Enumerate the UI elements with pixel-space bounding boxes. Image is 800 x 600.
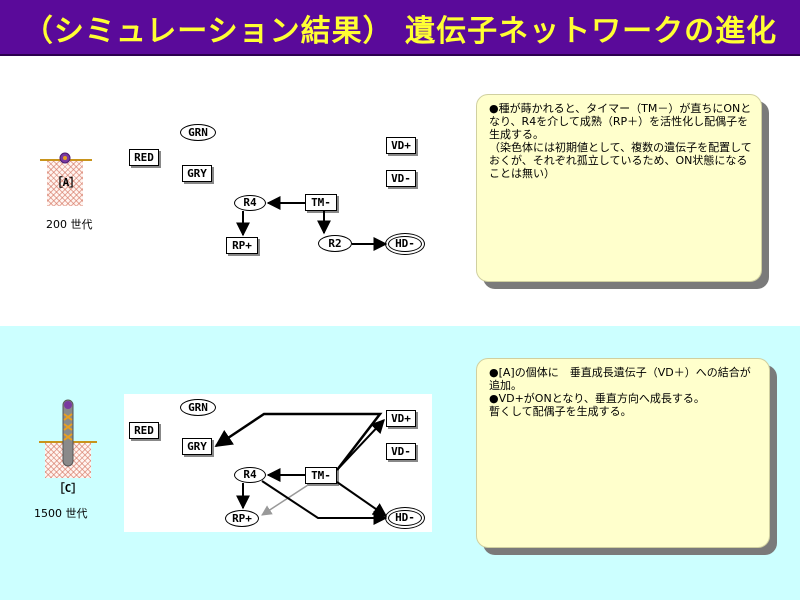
node-grn-bottom: GRN <box>180 399 216 416</box>
node-r4-bottom: R4 <box>234 467 266 483</box>
node-vd-plus: VD+ <box>386 137 416 154</box>
plant-c-stem-icon <box>62 399 74 467</box>
note-top: ●種が蒔かれると、タイマー（TM－）が直ちにONとなり、R4を介して成熟（RP＋… <box>476 94 762 282</box>
plant-a-label: ［A］ <box>51 176 81 189</box>
plant-a-bud-icon <box>59 152 71 164</box>
note-bottom: ●[A]の個体に 垂直成長遺伝子（VD＋）への結合が追加。 ●VD+がONとなり… <box>476 358 770 548</box>
node-hd-minus: HD- <box>388 236 422 252</box>
plant-c-label: ［C］ <box>53 482 83 495</box>
node-rp-plus: RP+ <box>226 237 258 254</box>
node-tm-minus: TM- <box>305 194 337 211</box>
arrow-tm-to-hd-bottom <box>336 481 388 517</box>
generation-label-top: 200 世代 <box>46 218 93 231</box>
node-gry: GRY <box>182 165 212 182</box>
node-rp-plus-bottom: RP+ <box>225 510 259 527</box>
plant-a-soil <box>47 160 83 206</box>
generation-label-bottom: 1500 世代 <box>34 507 88 520</box>
node-hd-minus-bottom: HD- <box>388 510 422 526</box>
node-red-bottom: RED <box>129 422 159 439</box>
note-bottom-line-1: ●[A]の個体に 垂直成長遺伝子（VD＋）への結合が追加。 <box>489 366 751 392</box>
node-vd-plus-bottom: VD+ <box>386 410 416 427</box>
arrow-tm-to-gry <box>214 412 383 471</box>
page-title: （シミュレーション結果） 遺伝子ネットワークの進化 <box>22 14 778 49</box>
plant-a-icon: ［A］ <box>40 150 92 206</box>
arrow-r4-to-hd-bottom <box>261 480 388 525</box>
node-r2: R2 <box>318 235 352 252</box>
node-grn: GRN <box>180 124 216 141</box>
node-r4: R4 <box>234 195 266 211</box>
note-bottom-line-3: 暫くして配偶子を生成する。 <box>489 405 632 418</box>
node-vd-minus: VD- <box>386 170 416 187</box>
plant-c-icon: ［C］ <box>39 398 97 496</box>
note-top-line-2: （染色体には初期値として、複数の遺伝子を配置しておくが、それぞれ孤立しているため… <box>489 141 752 180</box>
arrow-tm-to-rp-gray <box>261 484 309 516</box>
node-red: RED <box>129 149 159 166</box>
node-tm-minus-bottom: TM- <box>305 467 337 484</box>
note-bottom-line-2: ●VD+がONとなり、垂直方向へ成長する。 <box>489 392 705 405</box>
node-vd-minus-bottom: VD- <box>386 443 416 460</box>
node-gry-bottom: GRY <box>182 438 212 455</box>
note-top-line-1: ●種が蒔かれると、タイマー（TM－）が直ちにONとなり、R4を介して成熟（RP＋… <box>489 102 752 141</box>
title-bar: （シミュレーション結果） 遺伝子ネットワークの進化 <box>0 0 800 56</box>
